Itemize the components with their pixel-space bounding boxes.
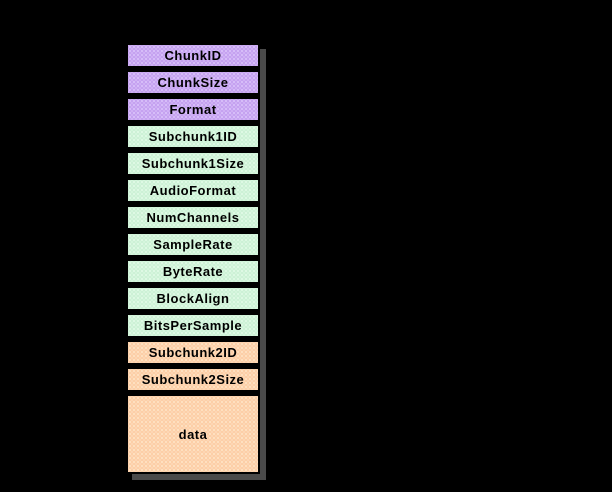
field-byterate: ByteRate <box>126 259 260 284</box>
field-subchunk1id: Subchunk1ID <box>126 124 260 149</box>
field-bitspersample: BitsPerSample <box>126 313 260 338</box>
field-data: data <box>126 394 260 474</box>
field-samplerate: SampleRate <box>126 232 260 257</box>
field-audioformat: AudioFormat <box>126 178 260 203</box>
field-subchunk2id: Subchunk2ID <box>126 340 260 365</box>
field-chunkid: ChunkID <box>126 43 260 68</box>
field-subchunk2size: Subchunk2Size <box>126 367 260 392</box>
wav-format-diagram: ChunkID ChunkSize Format Subchunk1ID Sub… <box>126 43 260 474</box>
field-format: Format <box>126 97 260 122</box>
field-subchunk1size: Subchunk1Size <box>126 151 260 176</box>
field-chunksize: ChunkSize <box>126 70 260 95</box>
field-numchannels: NumChannels <box>126 205 260 230</box>
field-blockalign: BlockAlign <box>126 286 260 311</box>
